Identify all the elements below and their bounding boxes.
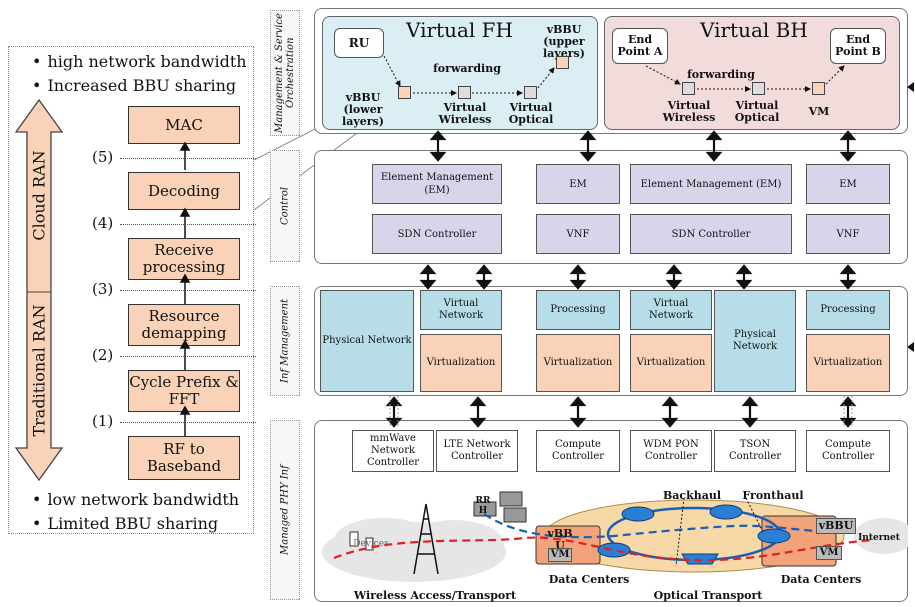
- stack-mac: MAC: [128, 106, 240, 144]
- control-em-3: Element Management (EM): [630, 164, 792, 204]
- phy-internet: Internet: [858, 533, 900, 543]
- control-sdn-1: SDN Controller: [372, 214, 502, 254]
- bh-virtual-wireless-node: [682, 82, 695, 95]
- fh-vbbu-lower-node: [398, 86, 411, 99]
- step-3: (3): [92, 280, 114, 298]
- step-1: (1): [92, 412, 114, 430]
- split-line-2: [120, 356, 256, 357]
- fh-flow-arrows: [383, 55, 555, 96]
- phy-backhaul: Backhaul: [662, 489, 722, 502]
- phy-rrh: RR H: [475, 496, 491, 516]
- inf-virtualization-2: Virtualization: [536, 334, 620, 392]
- bh-virtual-wireless: Virtual Wireless: [662, 99, 716, 124]
- stack-decoding: Decoding: [128, 172, 240, 210]
- step-2: (2): [92, 346, 114, 364]
- stack-resource-demapping: Resource demapping: [128, 304, 240, 346]
- phy-tson-controller: TSON Controller: [714, 430, 796, 472]
- top-bullet-2: Increased BBU sharing: [32, 76, 236, 95]
- phy-vbbu-left: vBB U: [547, 527, 573, 552]
- control-em-1: Element Management (EM): [372, 164, 502, 204]
- phy-vm-left: VM: [548, 548, 572, 562]
- inter-layer-arrows: [385, 130, 857, 428]
- ran-double-arrow: [14, 98, 64, 482]
- layer-label-inf: Inf Management: [270, 286, 300, 396]
- control-em-2: EM: [536, 164, 620, 204]
- phy-fronthaul: Fronthaul: [742, 489, 804, 502]
- bh-end-a: End Point A: [612, 28, 668, 64]
- bh-vm: VM: [808, 105, 830, 118]
- virtual-bh-title: Virtual BH: [700, 18, 808, 42]
- phy-lte-controller: LTE Network Controller: [436, 430, 518, 472]
- fh-virtual-optical: Virtual Optical: [508, 101, 554, 126]
- phy-dc-left: Data Centers: [548, 573, 630, 586]
- inf-physical-1: Physical Network: [320, 290, 414, 392]
- bottom-bullet-1: low network bandwidth: [32, 490, 239, 509]
- inf-physical-4: Physical Network: [714, 290, 796, 392]
- bh-vm-node: [812, 82, 825, 95]
- bottom-bullet-2: Limited BBU sharing: [32, 514, 218, 533]
- split-line-3: [120, 290, 256, 291]
- split-line-4: [120, 224, 256, 225]
- control-vnf-2: VNF: [536, 214, 620, 254]
- split-line-1: [120, 422, 256, 423]
- fh-vbbu-upper-node: [556, 56, 569, 69]
- phy-devices: Devices: [353, 539, 389, 549]
- phy-mmwave-controller: mmWave Network Controller: [352, 430, 434, 472]
- phy-wireless-transport: Wireless Access/Transport: [353, 589, 517, 602]
- phy-compute-controller-1: Compute Controller: [536, 430, 620, 472]
- phy-compute-controller-2: Compute Controller: [806, 430, 890, 472]
- virtual-fh-title: Virtual FH: [406, 18, 513, 42]
- control-em-4: EM: [806, 164, 890, 204]
- top-bullet-1: high network bandwidth: [32, 52, 246, 71]
- edge-arrows: [907, 82, 914, 352]
- stack-arrows: [179, 141, 191, 436]
- layer-label-phy: Managed PHY Inf: [270, 420, 300, 600]
- inf-virtualization-3: Virtualization: [630, 334, 712, 392]
- phy-optical-transport: Optical Transport: [653, 589, 763, 602]
- stack-rf-baseband: RF to Baseband: [128, 436, 240, 480]
- bh-flow-arrows: [645, 65, 845, 92]
- inf-virtualization-1: Virtualization: [420, 334, 502, 392]
- bh-forwarding: forwarding: [687, 68, 755, 81]
- inf-processing-2: Processing: [536, 290, 620, 330]
- cloud-ran-label: Cloud RAN: [29, 149, 49, 241]
- fh-vbbu-lower: vBBU (lower layers): [342, 91, 384, 128]
- fh-forwarding: forwarding: [433, 62, 501, 75]
- fh-ru: RU: [334, 28, 384, 58]
- fh-virtual-wireless-node: [458, 86, 471, 99]
- phy-vbbu-right: vBBU: [816, 518, 856, 534]
- bh-virtual-optical: Virtual Optical: [734, 99, 780, 124]
- phy-dc-right: Data Centers: [780, 573, 862, 586]
- bh-virtual-optical-node: [752, 82, 765, 95]
- fh-virtual-wireless: Virtual Wireless: [438, 101, 492, 126]
- inf-virtual-network-3: Virtual Network: [630, 290, 712, 330]
- stack-receive-processing: Receive processing: [128, 238, 240, 280]
- layer-label-orchestration: Management & Service Orchestration: [270, 10, 300, 136]
- inf-processing-5: Processing: [806, 290, 890, 330]
- step-4: (4): [92, 214, 114, 232]
- control-sdn-3: SDN Controller: [630, 214, 792, 254]
- step-5: (5): [92, 148, 114, 166]
- split-line-5: [120, 158, 256, 159]
- layer-label-control: Control: [270, 150, 300, 262]
- control-vnf-4: VNF: [806, 214, 890, 254]
- fh-virtual-optical-node: [524, 86, 537, 99]
- inf-virtual-network-1: Virtual Network: [420, 290, 502, 330]
- phy-wdm-pon-controller: WDM PON Controller: [630, 430, 712, 472]
- bh-end-b: End Point B: [830, 28, 886, 64]
- traditional-ran-label: Traditional RAN: [29, 303, 49, 437]
- phy-vm-right: VM: [816, 546, 842, 560]
- inf-virtualization-5: Virtualization: [806, 334, 890, 392]
- fh-vbbu-upper: vBBU (upper layers): [543, 23, 585, 60]
